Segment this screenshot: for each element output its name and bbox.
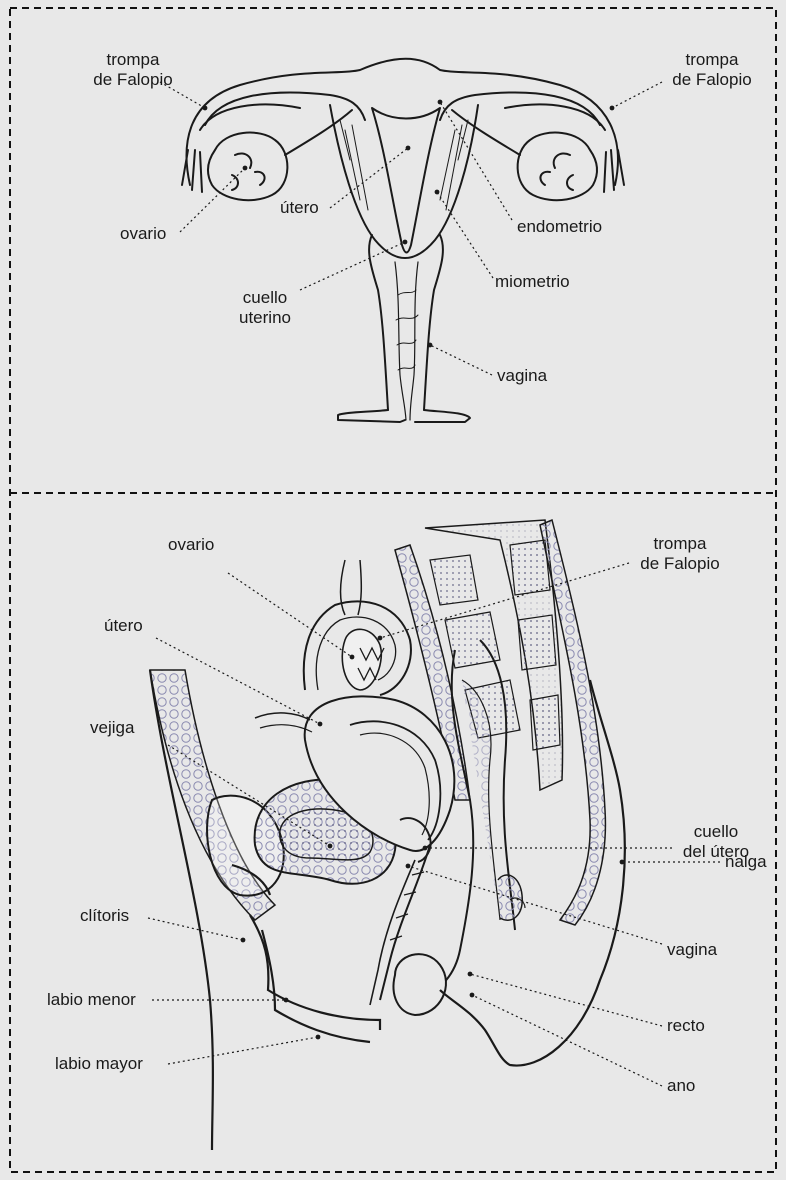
label-top-fallopian-tube-right: trompa de Falopio (662, 50, 762, 90)
dot-b-labia-minora (284, 998, 289, 1003)
label-top-ovary: ovario (120, 224, 166, 244)
label-bottom-ovary: ovario (168, 535, 214, 555)
label-top-uterus: útero (280, 198, 319, 218)
label-bottom-buttock: nalga (725, 852, 767, 872)
label-bottom-anus: ano (667, 1076, 695, 1096)
dot-b-rectum (468, 972, 473, 977)
leader-b-clitoris (148, 918, 243, 940)
leader-b-anus (472, 995, 662, 1086)
label-bottom-rectum: recto (667, 1016, 705, 1036)
dot-b-uterus (318, 722, 323, 727)
label-bottom-bladder: vejiga (90, 718, 134, 738)
dot-b-clitoris (241, 938, 246, 943)
dot-b-tube (378, 636, 383, 641)
dot-b-labia-majora (316, 1035, 321, 1040)
label-bottom-labia-minora: labio menor (47, 990, 136, 1010)
dot-b-ovary (350, 655, 355, 660)
label-bottom-uterus: útero (104, 616, 143, 636)
label-top-fallopian-tube-left: trompa de Falopio (88, 50, 178, 90)
label-top-cervix: cuello uterino (230, 288, 300, 328)
label-bottom-labia-majora: labio mayor (55, 1054, 143, 1074)
leader-b-rectum (470, 974, 662, 1026)
tube-ovary-shape (304, 560, 411, 695)
dot-b-bladder (328, 844, 333, 849)
dot-b-anus (470, 993, 475, 998)
label-bottom-fallopian-tube: trompa de Falopio (630, 534, 730, 574)
label-bottom-clitoris: clítoris (80, 906, 129, 926)
leader-b-labia-majora (168, 1037, 318, 1064)
dot-b-cervix (423, 846, 428, 851)
label-bottom-vagina: vagina (667, 940, 717, 960)
label-top-vagina: vagina (497, 366, 547, 386)
dot-b-buttock (620, 860, 625, 865)
dot-b-vagina (406, 864, 411, 869)
label-top-endometrium: endometrio (517, 217, 602, 237)
leader-b-ovary (228, 573, 352, 657)
label-top-myometrium: miometrio (495, 272, 570, 292)
